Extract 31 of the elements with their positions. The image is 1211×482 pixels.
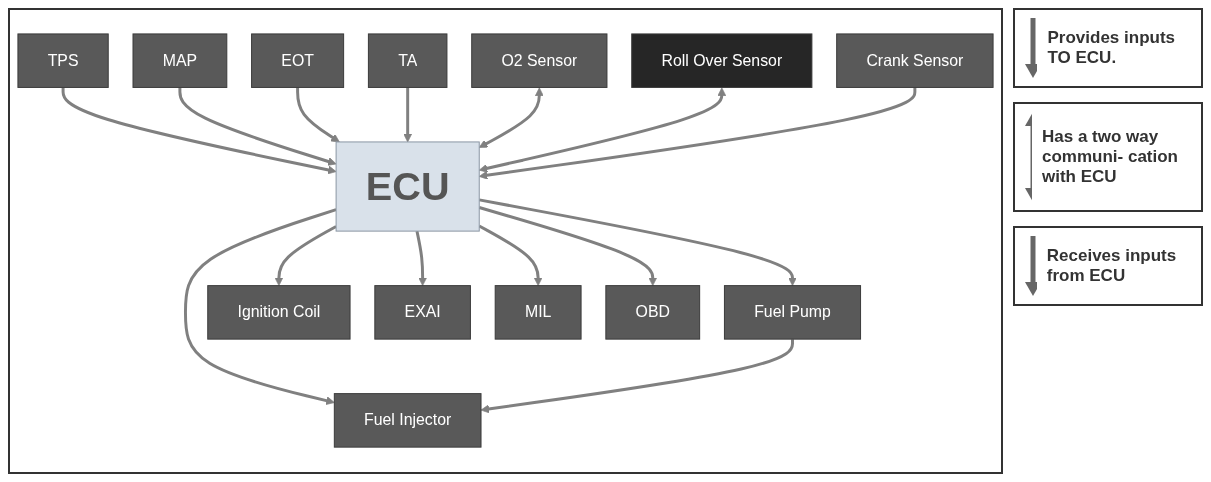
arrow xyxy=(478,225,543,287)
node-box: Fuel Pump xyxy=(723,285,862,341)
arrow xyxy=(478,206,658,287)
arrow xyxy=(478,198,797,287)
node-box: MIL xyxy=(494,285,582,341)
node-box: ECU xyxy=(335,141,480,233)
arrow xyxy=(415,231,427,287)
arrow xyxy=(274,225,337,287)
arrow xyxy=(296,87,340,143)
node-box: Crank Sensor xyxy=(836,33,994,89)
node-box: EXAI xyxy=(374,285,471,341)
node-box: EOT xyxy=(251,33,345,89)
arrow xyxy=(478,87,544,149)
legend-text: Receives inputs from ECU xyxy=(1046,246,1178,286)
legend-text: Provides inputs TO ECU. xyxy=(1047,28,1176,68)
node-box: TPS xyxy=(17,33,109,89)
legend-text: Has a two way communi- cation with ECU xyxy=(1042,127,1179,187)
arrow xyxy=(178,87,337,167)
node-box: TA xyxy=(367,33,448,89)
arrow xyxy=(403,87,413,143)
node-box: Fuel Injector xyxy=(333,393,482,449)
arrow xyxy=(183,208,337,406)
arrow xyxy=(61,87,337,175)
arrow xyxy=(478,87,917,181)
arrow xyxy=(478,87,727,174)
node-box: MAP xyxy=(132,33,228,89)
node-box: Ignition Coil xyxy=(207,285,351,341)
arrow xyxy=(480,339,794,414)
node-box: Roll Over Sensor xyxy=(631,33,813,89)
node-box: OBD xyxy=(605,285,701,341)
node-box: O2 Sensor xyxy=(471,33,608,89)
